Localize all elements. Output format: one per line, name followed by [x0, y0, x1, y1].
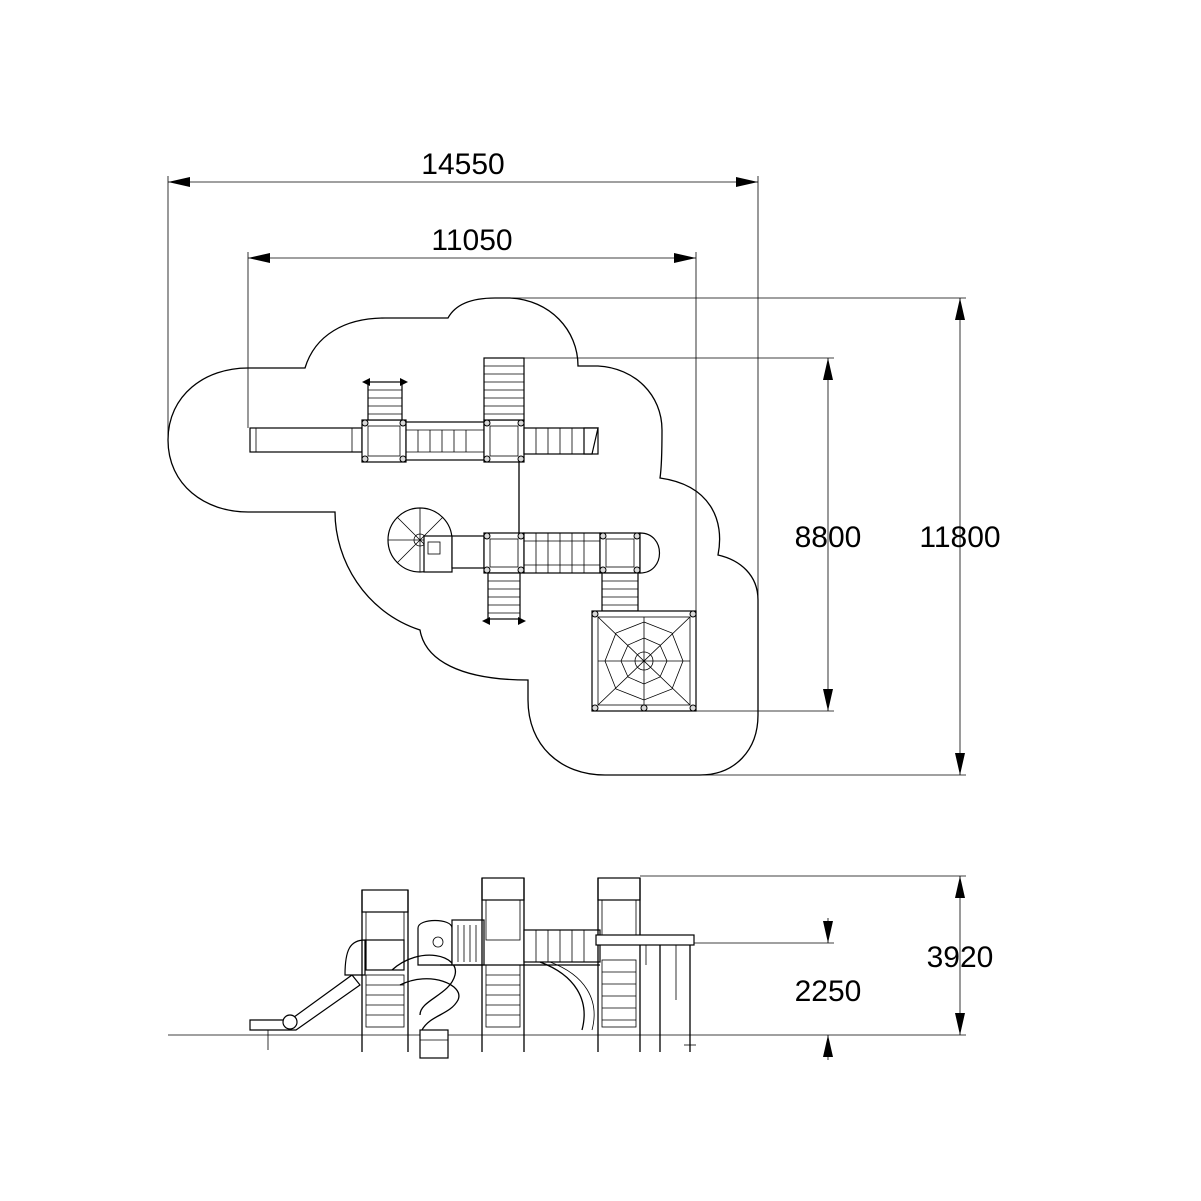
platform-middle-left: [483, 532, 525, 574]
dim-structure-width-label: 11050: [431, 224, 512, 257]
platform-top-center: [483, 419, 525, 463]
elevation-spiral-slide: [391, 919, 460, 1059]
dim-overall-depth-label: 11800: [919, 521, 1000, 554]
platform-middle-right: [599, 532, 641, 574]
net-climber: [591, 610, 697, 712]
rounded-end: [639, 532, 661, 574]
ladder-top-center: [483, 357, 525, 421]
bridge-middle: [523, 532, 601, 574]
platform-left: [361, 419, 407, 463]
ladder-top-left: [362, 378, 408, 421]
elevation-slide-left: [249, 939, 366, 1050]
spiral-slide: [387, 507, 453, 573]
dim-overall-depth: 11800: [919, 298, 1001, 775]
dim-overall-width: 14550: [168, 148, 758, 187]
extension-lines-plan: [167, 176, 966, 776]
ladder-middle: [482, 572, 526, 625]
dim-structure-depth-label: 8800: [795, 521, 862, 554]
elevation-tower-center: [440, 877, 600, 1052]
dim-total-height-label: 3920: [927, 941, 994, 974]
dim-structure-width: 11050: [248, 224, 696, 263]
extension-lines-elevation: [640, 875, 966, 944]
slide-top-right: [523, 427, 599, 455]
dim-overall-width-label: 14550: [421, 148, 504, 181]
safety-zone-outline: [167, 297, 759, 776]
dim-structure-depth: 8800: [795, 358, 862, 711]
elevation-tower-left: [361, 889, 409, 1052]
dim-total-height: 3920: [927, 876, 994, 1035]
elevation-panel-mid: [451, 919, 485, 966]
plan-view: 14550 11050 8800 11800: [167, 148, 1001, 776]
elevation-bridge: [523, 929, 601, 1031]
dim-platform-height: 2250: [795, 918, 862, 1060]
ladder-right: [601, 572, 639, 612]
dim-platform-height-label: 2250: [795, 975, 862, 1008]
elevation-tower-right: [597, 877, 641, 1052]
bridge-top: [405, 421, 485, 461]
elevation-view: 3920 2250: [168, 875, 994, 1060]
tube-slide-left: [249, 427, 363, 453]
mid-connector: [451, 535, 485, 569]
elevation-net-frame: [595, 934, 696, 1052]
